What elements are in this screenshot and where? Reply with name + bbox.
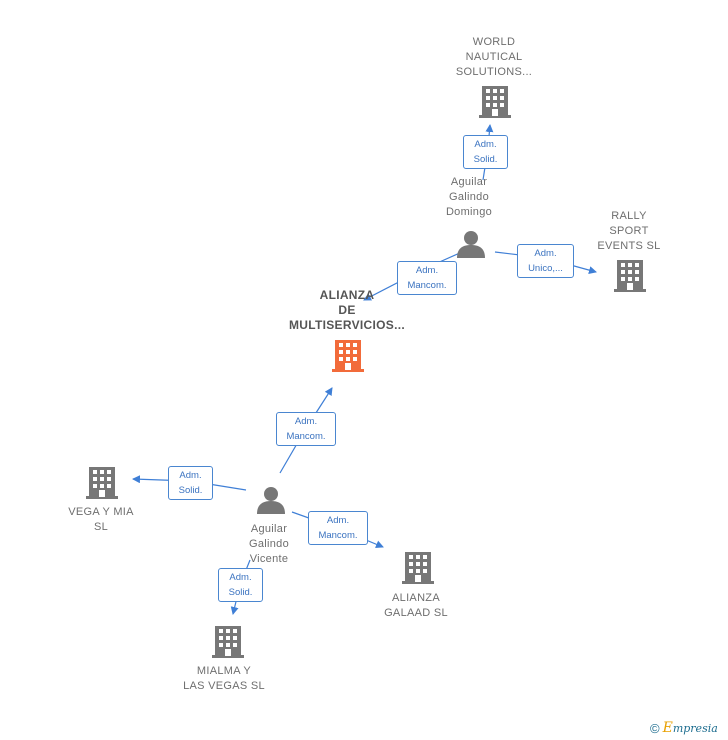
main-company-label-line: MULTISERVICIOS... bbox=[288, 318, 405, 332]
vega-y-mia-label[interactable]: VEGA Y MIA SL bbox=[31, 505, 171, 535]
role-line: Adm. bbox=[326, 515, 350, 526]
role-line: Adm. bbox=[229, 572, 252, 583]
main-company-label-line: ALIANZA bbox=[319, 288, 375, 302]
rally-sport-building-icon[interactable] bbox=[614, 260, 646, 292]
role-box-vicente-mialma[interactable]: Adm. Solid. bbox=[218, 568, 263, 602]
vega-y-mia-label-line: SL bbox=[93, 521, 109, 533]
copyright-icon: © bbox=[650, 720, 660, 736]
role-line: Solid. bbox=[228, 587, 253, 598]
main-company-label[interactable]: ALIANZA DE MULTISERVICIOS... bbox=[277, 288, 417, 333]
role-box-domingo-world[interactable]: Adm. Solid. bbox=[463, 135, 508, 169]
alianza-galaad-building-icon[interactable] bbox=[402, 552, 434, 584]
vega-y-mia-label-line: VEGA Y MIA bbox=[68, 506, 134, 518]
rally-sport-label-line: EVENTS SL bbox=[597, 240, 661, 252]
role-line: Mancom. bbox=[407, 280, 447, 291]
main-company-building-icon[interactable] bbox=[332, 340, 364, 372]
rally-sport-label-line: RALLY bbox=[611, 210, 647, 222]
domingo-label-line: Galindo bbox=[448, 191, 489, 203]
domingo-label[interactable]: Aguilar Galindo Domingo bbox=[399, 175, 539, 220]
mialma-label-line: MIALMA Y bbox=[196, 665, 252, 677]
domingo-person-icon[interactable] bbox=[457, 231, 485, 258]
brand-text: mpresia bbox=[672, 722, 718, 735]
rally-sport-label[interactable]: RALLY SPORT EVENTS SL bbox=[559, 209, 699, 254]
mialma-label-line: LAS VEGAS SL bbox=[183, 680, 265, 692]
role-box-vicente-main[interactable]: Adm. Mancom. bbox=[276, 412, 336, 446]
role-line: Adm. bbox=[474, 139, 497, 150]
role-line: Solid. bbox=[473, 154, 498, 165]
role-line: Mancom. bbox=[286, 431, 326, 442]
world-nautical-label-line: WORLD bbox=[472, 36, 516, 48]
role-box-vicente-vega[interactable]: Adm. Solid. bbox=[168, 466, 213, 500]
rally-sport-label-line: SPORT bbox=[609, 225, 649, 237]
role-line: Adm. bbox=[534, 248, 557, 259]
vicente-label[interactable]: Aguilar Galindo Vicente bbox=[199, 522, 339, 567]
vicente-label-line: Aguilar bbox=[250, 523, 288, 535]
world-nautical-label[interactable]: WORLD NAUTICAL SOLUTIONS... bbox=[424, 35, 564, 80]
domingo-label-line: Aguilar bbox=[450, 176, 488, 188]
alianza-galaad-label-line: GALAAD SL bbox=[384, 607, 448, 619]
role-line: Adm. bbox=[294, 416, 318, 427]
role-box-domingo-rally[interactable]: Adm. Unico,... bbox=[517, 244, 574, 278]
role-line: Solid. bbox=[178, 485, 203, 496]
empresia-footer[interactable]: © Empresia bbox=[650, 720, 718, 736]
world-nautical-label-line: NAUTICAL bbox=[465, 51, 523, 63]
vicente-label-line: Galindo bbox=[248, 538, 289, 550]
domingo-label-line: Domingo bbox=[445, 206, 493, 218]
empresia-logo: Empresia bbox=[663, 720, 718, 736]
mialma-label[interactable]: MIALMA Y LAS VEGAS SL bbox=[154, 664, 294, 694]
mialma-building-icon[interactable] bbox=[212, 626, 244, 658]
vicente-person-icon[interactable] bbox=[257, 487, 285, 514]
role-line: Unico,... bbox=[528, 263, 563, 274]
role-box-vicente-galaad[interactable]: Adm. Mancom. bbox=[308, 511, 368, 545]
role-line: Mancom. bbox=[318, 530, 358, 541]
world-nautical-label-line: SOLUTIONS... bbox=[455, 66, 533, 78]
vicente-label-line: Vicente bbox=[249, 553, 289, 565]
vega-y-mia-building-icon[interactable] bbox=[86, 467, 118, 499]
brand-letter-e: E bbox=[662, 720, 673, 736]
alianza-galaad-label[interactable]: ALIANZA GALAAD SL bbox=[346, 591, 486, 621]
role-line: Adm. bbox=[415, 265, 439, 276]
role-line: Adm. bbox=[179, 470, 202, 481]
alianza-galaad-label-line: ALIANZA bbox=[392, 592, 440, 604]
main-company-label-line: DE bbox=[338, 303, 356, 317]
role-box-domingo-main[interactable]: Adm. Mancom. bbox=[397, 261, 457, 295]
world-nautical-building-icon[interactable] bbox=[479, 86, 511, 118]
